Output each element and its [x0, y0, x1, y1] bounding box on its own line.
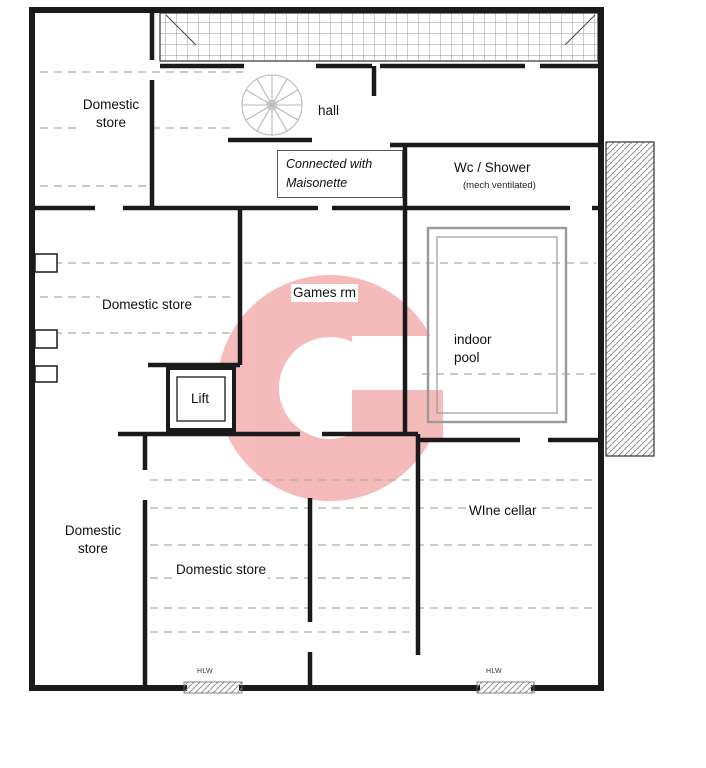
top-hatched-strip: [159, 12, 599, 62]
strip-corner-tick-right: [564, 14, 596, 46]
label-lift: Lift: [189, 390, 212, 408]
label-hall: hall: [316, 102, 342, 120]
connected-with-maisonette-note: Connected with Maisonette: [277, 150, 403, 198]
label-games-room: Games rm: [291, 284, 359, 302]
interior-walls: [32, 10, 601, 688]
label-indoor-pool: indoor pool: [452, 331, 494, 367]
label-domestic-store-bottom-mid: Domestic store: [174, 561, 269, 579]
label-wine-cellar: WIne cellar: [467, 502, 539, 520]
strip-corner-tick-left: [165, 14, 197, 46]
watermark-notch: [352, 336, 448, 390]
door-sill-right: [476, 681, 535, 694]
left-wall-piers: [34, 253, 58, 383]
label-domestic-store-top-left: Domestic store: [76, 96, 146, 132]
label-wc-shower: Wc / Shower: [452, 159, 533, 177]
right-hatched-block: [605, 141, 655, 457]
door-sill-left: [183, 681, 243, 694]
label-hlw-door-right: HLW: [486, 668, 502, 675]
label-hlw-door-left: HLW: [197, 668, 213, 675]
outer-walls: [29, 7, 604, 691]
label-domestic-store-bottom-left: Domestic store: [56, 522, 130, 558]
label-wc-shower-note: (mech ventilated): [461, 180, 538, 193]
spiral-stair: [241, 74, 303, 136]
label-domestic-store-mid-left: Domestic store: [100, 296, 195, 314]
pool-basin: [426, 226, 568, 424]
